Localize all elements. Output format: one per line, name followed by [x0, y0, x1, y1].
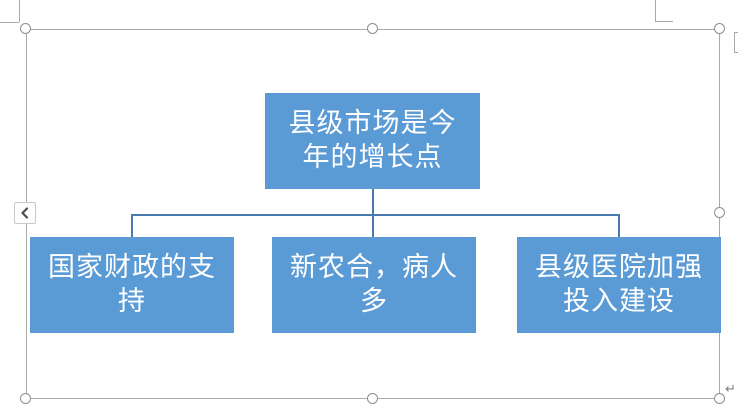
org-node-root[interactable]: 县级市场是今 年的增长点 — [265, 93, 480, 189]
page-margin-mark-top-left-v — [19, 0, 20, 22]
page-margin-mark-right-bracket-top — [734, 32, 738, 33]
org-node-child1[interactable]: 国家财政的支 持 — [30, 237, 234, 333]
page-margin-mark-top-left-h — [0, 22, 19, 23]
org-node-child3-label: 县级医院加强 投入建设 — [535, 252, 703, 317]
org-node-root-label: 县级市场是今 年的增长点 — [288, 108, 457, 173]
resize-handle-top-left[interactable] — [20, 23, 31, 34]
chevron-left-icon — [21, 207, 29, 219]
resize-handle-bottom-left[interactable] — [20, 393, 31, 404]
org-node-child2-label: 新农合，病人 多 — [290, 252, 458, 317]
paragraph-return-mark: ↵ — [725, 382, 736, 397]
page-margin-mark-top-right-h — [655, 21, 673, 22]
org-node-child2[interactable]: 新农合，病人 多 — [272, 237, 476, 333]
org-node-child1-label: 国家财政的支 持 — [48, 252, 216, 317]
connector-drop-child2 — [372, 214, 374, 237]
resize-handle-top-center[interactable] — [367, 23, 378, 34]
org-node-child3[interactable]: 县级医院加强 投入建设 — [517, 237, 721, 333]
page-margin-mark-right-bracket-bottom — [734, 52, 738, 53]
resize-handle-top-right[interactable] — [714, 23, 725, 34]
resize-handle-bottom-center[interactable] — [367, 393, 378, 404]
resize-handle-middle-right[interactable] — [714, 207, 725, 218]
page-margin-mark-right-bracket-v — [734, 32, 735, 53]
text-pane-toggle-button[interactable] — [14, 202, 36, 224]
resize-handle-bottom-right[interactable] — [714, 393, 725, 404]
connector-drop-child1 — [131, 214, 133, 237]
connector-drop-child3 — [618, 214, 620, 237]
connector-crossbar — [131, 214, 620, 216]
page-margin-mark-top-right-v — [655, 0, 656, 22]
connector-root-spine — [372, 189, 374, 215]
